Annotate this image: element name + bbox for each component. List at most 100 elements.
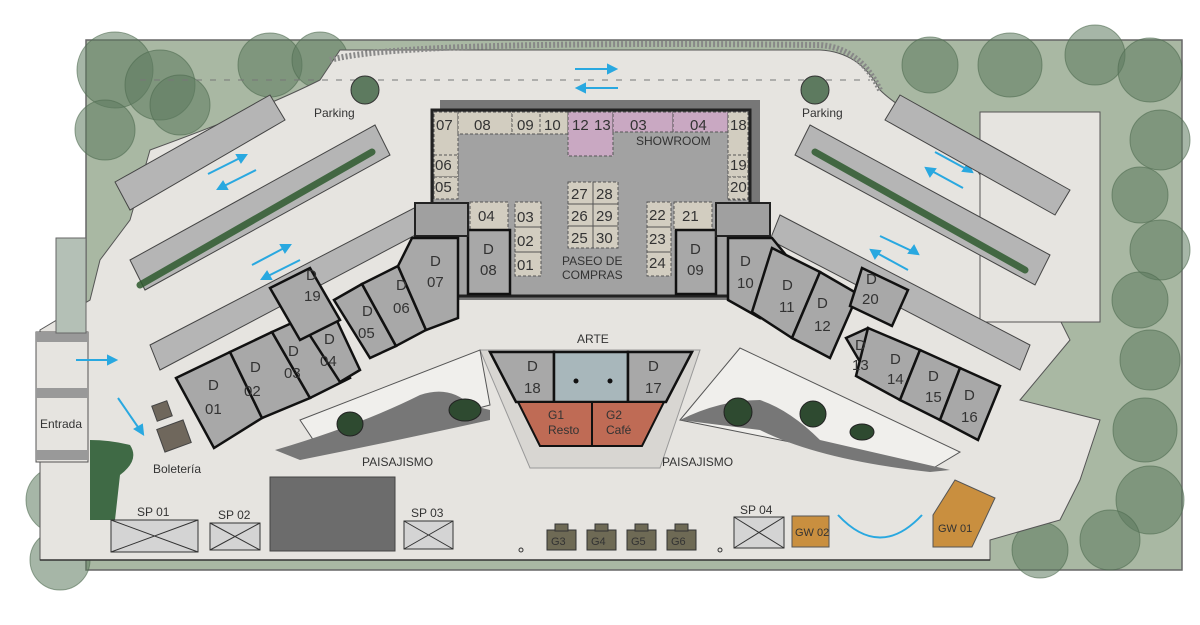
unit-label: 04	[320, 353, 337, 370]
stall-label: 24	[649, 255, 666, 272]
unit-label: 02	[244, 383, 261, 400]
unit-label: 09	[687, 262, 704, 279]
gw-label: GW 02	[795, 527, 829, 539]
unit-label: 07	[427, 274, 444, 291]
unit-label: D	[817, 295, 828, 312]
showroom-label: SHOWROOM	[636, 134, 711, 148]
unit-d17[interactable]	[626, 350, 695, 404]
unit-label: D	[483, 241, 494, 258]
entrada-gravel-1	[36, 332, 88, 342]
unit-label: D	[740, 253, 751, 270]
unit-label: D	[890, 351, 901, 368]
entrada-gravel-3	[36, 450, 88, 460]
unit-label: D	[288, 343, 299, 360]
stall-label: 27	[571, 186, 588, 203]
pond	[90, 440, 134, 520]
unit-label: D	[866, 271, 877, 288]
stall-label: 10	[544, 117, 561, 134]
garage-label: G3	[551, 536, 566, 548]
stall-label: 09	[517, 117, 534, 134]
entrada-label: Entrada	[40, 417, 82, 431]
stall-label: 26	[571, 208, 588, 225]
unit-label: D	[648, 358, 659, 375]
trees	[25, 24, 1191, 591]
parking-right-label: Parking	[802, 106, 843, 120]
right-paved-area	[979, 111, 1101, 323]
paseo-label-2: COMPRAS	[562, 268, 623, 282]
landscape-right	[679, 347, 962, 472]
stall-label: 06	[435, 157, 452, 174]
unit-label: 01	[205, 401, 222, 418]
garage-label: G4	[591, 536, 606, 548]
unit-label: Resto	[548, 423, 580, 437]
unit-label: G1	[548, 408, 564, 422]
unit-label: D	[306, 267, 317, 284]
unit-label: D	[208, 377, 219, 394]
stall-label: 25	[571, 230, 588, 247]
unit-label: D	[250, 359, 261, 376]
unit-d09[interactable]	[674, 228, 718, 296]
stall-label: 28	[596, 186, 613, 203]
sp-label: SP 02	[218, 508, 251, 522]
unit-label: D	[782, 277, 793, 294]
art-gallery[interactable]	[552, 350, 630, 404]
stall-label: 30	[596, 230, 613, 247]
right-wing	[726, 236, 1002, 442]
sp-label: SP 03	[411, 506, 444, 520]
stall-label: 04	[478, 208, 495, 225]
stall-label: 29	[596, 208, 613, 225]
boleteria-label: Boletería	[153, 462, 201, 476]
stall-label: 08	[474, 117, 491, 134]
stall-label: 23	[649, 231, 666, 248]
stall-label: 03	[630, 117, 647, 134]
unit-d08[interactable]	[466, 228, 512, 296]
gw-label: GW 01	[938, 523, 972, 535]
traffic-arrows	[76, 63, 974, 539]
entrada-gravel-2	[36, 388, 88, 398]
unit-label: D	[855, 337, 866, 354]
paseo-label-1: PASEO DE	[562, 254, 622, 268]
unit-label: 13	[852, 357, 869, 374]
stall-label: 21	[682, 208, 699, 225]
stall-label: 12	[572, 117, 589, 134]
hedge-left	[136, 148, 376, 289]
tree-round-right	[800, 75, 830, 105]
arte-label: ARTE	[577, 332, 609, 346]
unit-label: D	[690, 241, 701, 258]
unit-label: Café	[606, 423, 632, 437]
stall-label: 13	[594, 117, 611, 134]
unit-label: G2	[606, 408, 622, 422]
garage-label: G5	[631, 536, 646, 548]
unit-label: 11	[779, 299, 795, 316]
unit-label: 06	[393, 300, 410, 317]
hedge-right	[811, 148, 1029, 274]
stall-label: 22	[649, 207, 666, 224]
unit-label: 10	[737, 275, 754, 292]
stall-label: 04	[690, 117, 707, 134]
unit-label: D	[527, 358, 538, 375]
boleteria-large	[156, 419, 192, 453]
parking-left-label: Parking	[314, 106, 355, 120]
unit-label: 14	[887, 371, 904, 388]
boleteria-small	[151, 400, 173, 422]
unit-label: 16	[961, 409, 978, 426]
unit-label: D	[928, 368, 939, 385]
tree-round-left	[350, 75, 380, 105]
gw-02	[791, 515, 830, 548]
unit-label: 17	[645, 380, 662, 397]
connector-left	[414, 202, 469, 237]
service-points	[110, 516, 785, 553]
dark-lot	[269, 476, 396, 552]
unit-label: D	[362, 303, 373, 320]
unit-label: 12	[814, 318, 831, 335]
paisajismo-left-label: PAISAJISMO	[362, 455, 433, 469]
stall-label: 03	[517, 209, 534, 226]
unit-label: D	[324, 331, 335, 348]
stall-label: 02	[517, 233, 534, 250]
stall-label: 05	[435, 179, 452, 196]
unit-label: D	[430, 253, 441, 270]
unit-g2-cafe[interactable]	[591, 401, 666, 447]
unit-label: D	[964, 387, 975, 404]
gw-01	[932, 479, 996, 548]
